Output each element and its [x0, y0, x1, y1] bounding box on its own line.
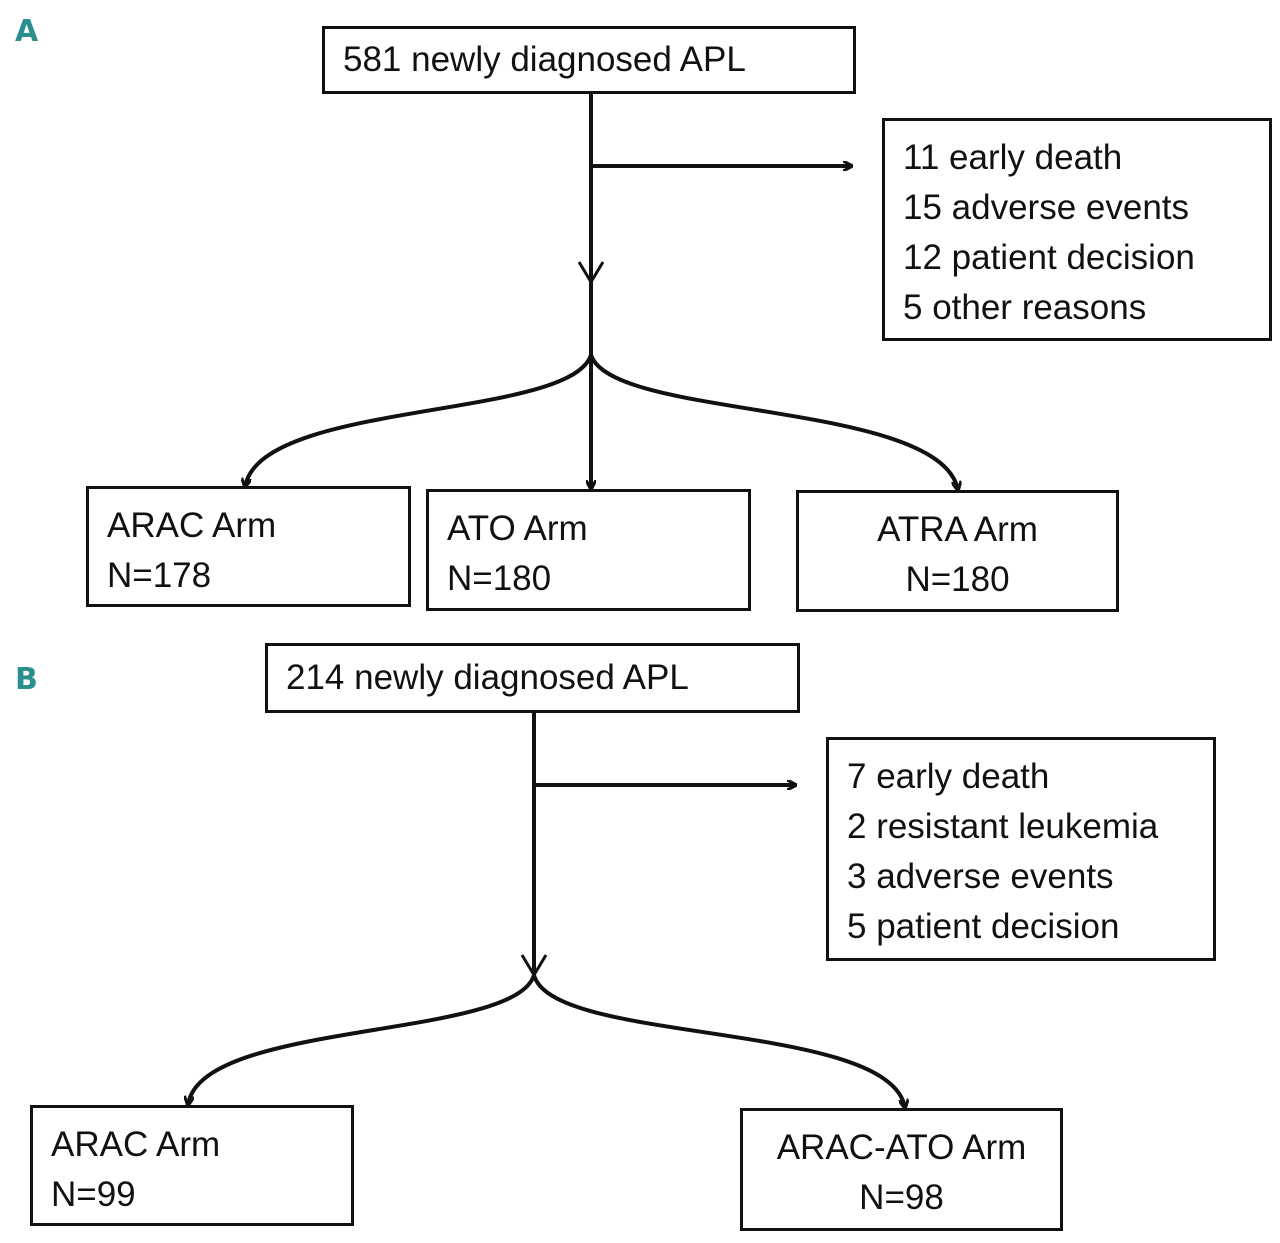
- arm-name: ATO Arm: [447, 509, 588, 548]
- a-exclusion-item: 11 early death: [903, 138, 1123, 177]
- b-root-box: 214 newly diagnosed APL: [265, 643, 800, 713]
- a-root-box: 581 newly diagnosed APL: [322, 26, 856, 94]
- panel-label-a: A: [15, 14, 39, 49]
- a-exclusion-item: 15 adverse events: [903, 188, 1190, 227]
- a-exclusion-box: 11 early death 15 adverse events 12 pati…: [882, 118, 1272, 341]
- b-arm-box-arac: ARAC Arm N=99: [30, 1105, 354, 1226]
- arm-count: N=180: [905, 560, 1010, 599]
- panel-label-b: B: [15, 662, 38, 697]
- b-exclusion-item: 5 patient decision: [847, 907, 1120, 946]
- b-exclusion-item: 2 resistant leukemia: [847, 807, 1159, 846]
- b-arrow-to-arac-ato: [532, 974, 905, 1108]
- b-root-text: 214 newly diagnosed APL: [286, 658, 689, 697]
- b-exclusion-box: 7 early death 2 resistant leukemia 3 adv…: [826, 737, 1216, 961]
- b-exclusion-item: 3 adverse events: [847, 857, 1114, 896]
- arm-name: ARAC Arm: [107, 506, 277, 545]
- arm-count: N=178: [107, 556, 212, 595]
- arm-count: N=180: [447, 559, 552, 598]
- arm-name: ARAC Arm: [51, 1125, 221, 1164]
- a-arm-box-atra: ATRA Arm N=180: [796, 490, 1119, 612]
- arm-name: ATRA Arm: [877, 510, 1038, 549]
- b-exclusion-item: 7 early death: [847, 757, 1050, 796]
- a-arm-box-ato: ATO Arm N=180: [426, 489, 751, 611]
- a-exclusion-item: 5 other reasons: [903, 288, 1147, 327]
- a-arrow-to-atra: [589, 354, 958, 490]
- a-arm-box-arac: ARAC Arm N=178: [86, 486, 411, 607]
- arm-name: ARAC-ATO Arm: [776, 1128, 1027, 1167]
- arm-count: N=99: [51, 1175, 136, 1214]
- a-root-text: 581 newly diagnosed APL: [343, 40, 746, 79]
- a-arrow-to-arac: [245, 354, 593, 487]
- b-arrow-to-arac: [188, 974, 536, 1105]
- b-arm-box-arac-ato: ARAC-ATO Arm N=98: [740, 1108, 1063, 1231]
- a-exclusion-item: 12 patient decision: [903, 238, 1195, 277]
- a-stem-arrowhead: [577, 261, 605, 285]
- arm-count: N=98: [859, 1178, 944, 1217]
